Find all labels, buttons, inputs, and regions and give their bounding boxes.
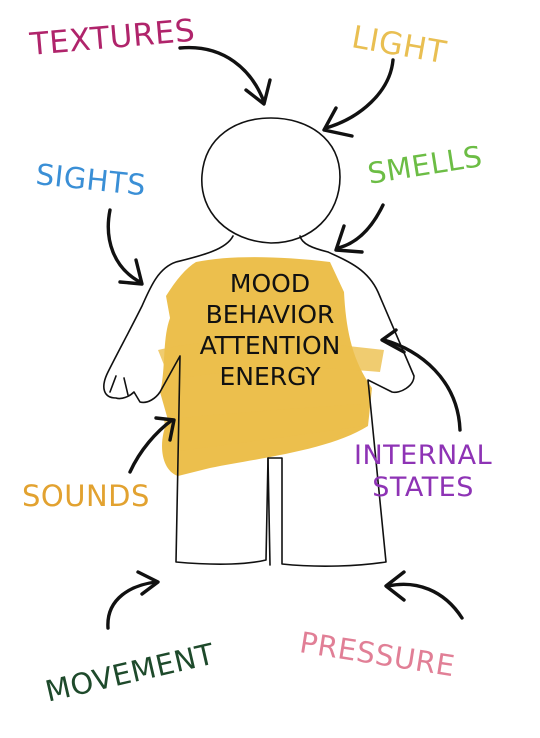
center-word-mood: MOOD [229, 269, 311, 298]
light-arrow [322, 58, 395, 138]
sounds-arrow [128, 416, 176, 474]
internal-states-arrow [380, 328, 462, 432]
center-word-energy: ENERGY [219, 362, 321, 391]
highlight-scribble [158, 257, 384, 476]
smells-arrow [334, 203, 385, 254]
label-states: STATES [372, 472, 474, 503]
input-arrows [106, 45, 464, 630]
center-word-attention: ATTENTION [199, 331, 341, 360]
pressure-arrow [384, 570, 464, 620]
center-word-behavior: BEHAVIOR [205, 300, 335, 329]
body-outline [103, 235, 415, 567]
left-hand-detail [109, 375, 129, 396]
leg-divider [267, 457, 271, 566]
label-sounds: SOUNDS [22, 479, 150, 513]
label-internal: INTERNAL [354, 440, 493, 471]
center-effects-text: MOOD BEHAVIOR ATTENTION ENERGY [150, 268, 390, 392]
textures-arrow [178, 45, 272, 106]
movement-arrow [106, 570, 160, 630]
person-outline [103, 117, 415, 567]
head [201, 117, 341, 244]
label-internal-states: INTERNAL STATES [354, 440, 492, 504]
sights-arrow [106, 208, 144, 286]
